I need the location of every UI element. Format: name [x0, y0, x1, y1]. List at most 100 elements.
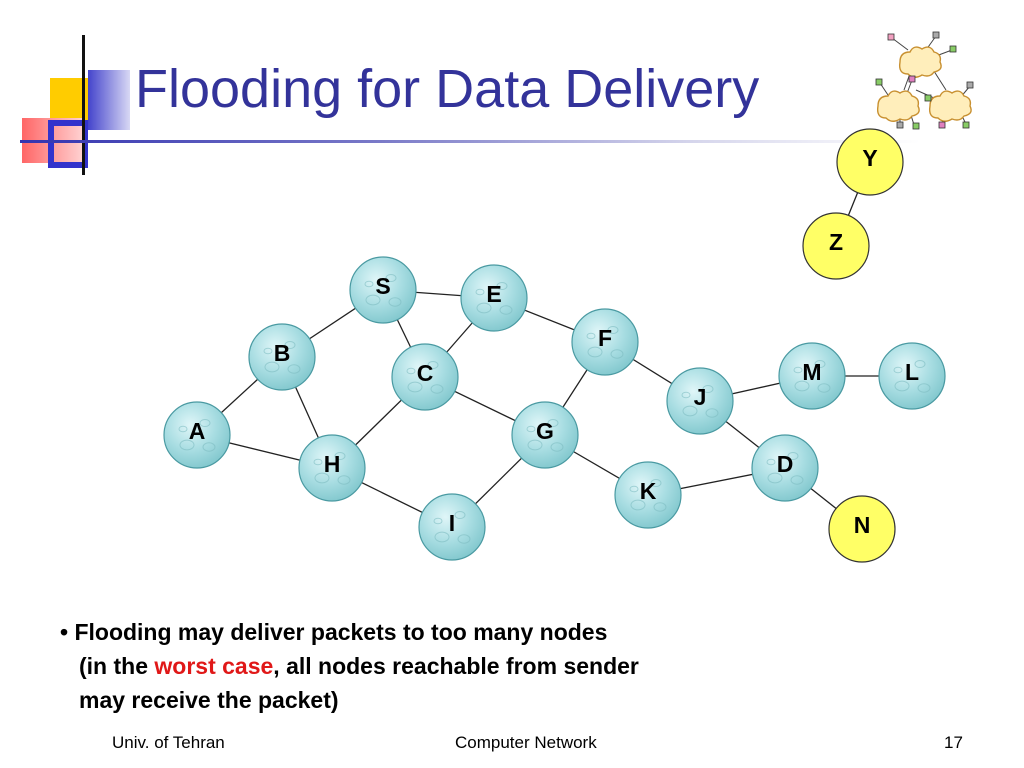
- node-B: B: [248, 323, 316, 391]
- node-texture: [893, 366, 903, 374]
- node-label-D: D: [777, 451, 794, 477]
- node-texture: [388, 297, 402, 307]
- node-circle-N: [828, 495, 896, 563]
- bullet-symbol: •: [60, 619, 69, 645]
- node-texture: [314, 472, 330, 484]
- node-circle-A: [163, 401, 231, 469]
- node-label-Z: Z: [829, 229, 843, 255]
- node-circle-E: [460, 264, 528, 332]
- node-texture: [496, 282, 508, 290]
- node-F: F: [571, 308, 639, 376]
- node-texture: [793, 366, 803, 374]
- network-clouds-icon: [875, 31, 974, 130]
- node-label-S: S: [375, 273, 390, 299]
- node-texture: [702, 385, 714, 393]
- node-texture: [629, 485, 639, 493]
- node-texture: [264, 361, 280, 373]
- bullet-line-3: may receive the packet): [79, 687, 339, 713]
- node-texture: [406, 367, 416, 375]
- node-label-I: I: [449, 510, 455, 536]
- node-label-F: F: [598, 325, 612, 351]
- node-D: D: [751, 434, 819, 502]
- blue-gradient-block: [88, 70, 130, 130]
- node-label-M: M: [802, 359, 821, 385]
- bullet-line-1: Flooding may deliver packets to too many…: [74, 619, 608, 645]
- node-texture: [630, 499, 646, 511]
- node-texture: [434, 531, 450, 543]
- title-underline: [20, 140, 920, 143]
- node-Y: Y: [836, 128, 904, 196]
- node-C: C: [391, 343, 459, 411]
- node-texture: [178, 425, 188, 433]
- node-texture: [313, 458, 323, 466]
- node-texture: [526, 425, 536, 433]
- node-texture: [681, 391, 691, 399]
- node-texture: [454, 511, 466, 519]
- footer-center: Computer Network: [455, 733, 597, 752]
- node-texture: [682, 405, 698, 417]
- node-texture: [607, 326, 619, 334]
- node-circle-K: [614, 461, 682, 529]
- node-J: J: [666, 367, 734, 435]
- node-L: L: [878, 342, 946, 410]
- node-circle-M: [778, 342, 846, 410]
- node-E: E: [460, 264, 528, 332]
- node-circle-J: [666, 367, 734, 435]
- footer-left: Univ. of Tehran: [112, 733, 225, 752]
- node-circle-B: [248, 323, 316, 391]
- node-texture: [610, 349, 624, 359]
- node-texture: [550, 442, 564, 452]
- node-texture: [199, 419, 211, 427]
- node-texture: [917, 383, 931, 393]
- node-label-A: A: [189, 418, 206, 444]
- node-circle-D: [751, 434, 819, 502]
- node-texture: [433, 517, 443, 525]
- node-N: N: [828, 495, 896, 563]
- node-texture: [547, 419, 559, 427]
- node-circle-G: [511, 401, 579, 469]
- blue-square-outline: [48, 120, 88, 168]
- node-label-N: N: [854, 512, 871, 538]
- node-texture: [385, 274, 397, 282]
- node-texture: [499, 305, 513, 315]
- node-texture: [705, 408, 719, 418]
- node-label-K: K: [640, 478, 657, 504]
- node-H: H: [298, 434, 366, 502]
- node-texture: [263, 347, 273, 355]
- node-texture: [586, 332, 596, 340]
- node-circle-Z: [802, 212, 870, 280]
- node-texture: [767, 472, 783, 484]
- node-texture: [179, 439, 195, 451]
- node-label-J: J: [694, 384, 707, 410]
- node-texture: [364, 280, 374, 288]
- node-texture: [766, 458, 776, 466]
- node-S: S: [349, 256, 417, 324]
- node-texture: [457, 534, 471, 544]
- node-I: I: [418, 493, 486, 561]
- node-texture: [427, 361, 439, 369]
- node-texture: [790, 475, 804, 485]
- node-label-H: H: [324, 451, 341, 477]
- node-label-E: E: [486, 281, 501, 307]
- node-circle-I: [418, 493, 486, 561]
- page-number: 17: [944, 733, 963, 752]
- worst-case-highlight: worst case: [154, 653, 274, 679]
- node-label-Y: Y: [862, 145, 877, 171]
- node-circle-F: [571, 308, 639, 376]
- node-texture: [337, 475, 351, 485]
- node-K: K: [614, 461, 682, 529]
- node-circle-C: [391, 343, 459, 411]
- node-texture: [475, 288, 485, 296]
- node-texture: [787, 452, 799, 460]
- node-label-C: C: [417, 360, 434, 386]
- node-A: A: [163, 401, 231, 469]
- node-M: M: [778, 342, 846, 410]
- node-label-B: B: [274, 340, 291, 366]
- node-texture: [894, 380, 910, 392]
- bullet-line-2-post: , all nodes reachable from sender: [273, 653, 639, 679]
- node-texture: [794, 380, 810, 392]
- slide-title: Flooding for Data Delivery: [135, 59, 760, 119]
- node-circle-Y: [836, 128, 904, 196]
